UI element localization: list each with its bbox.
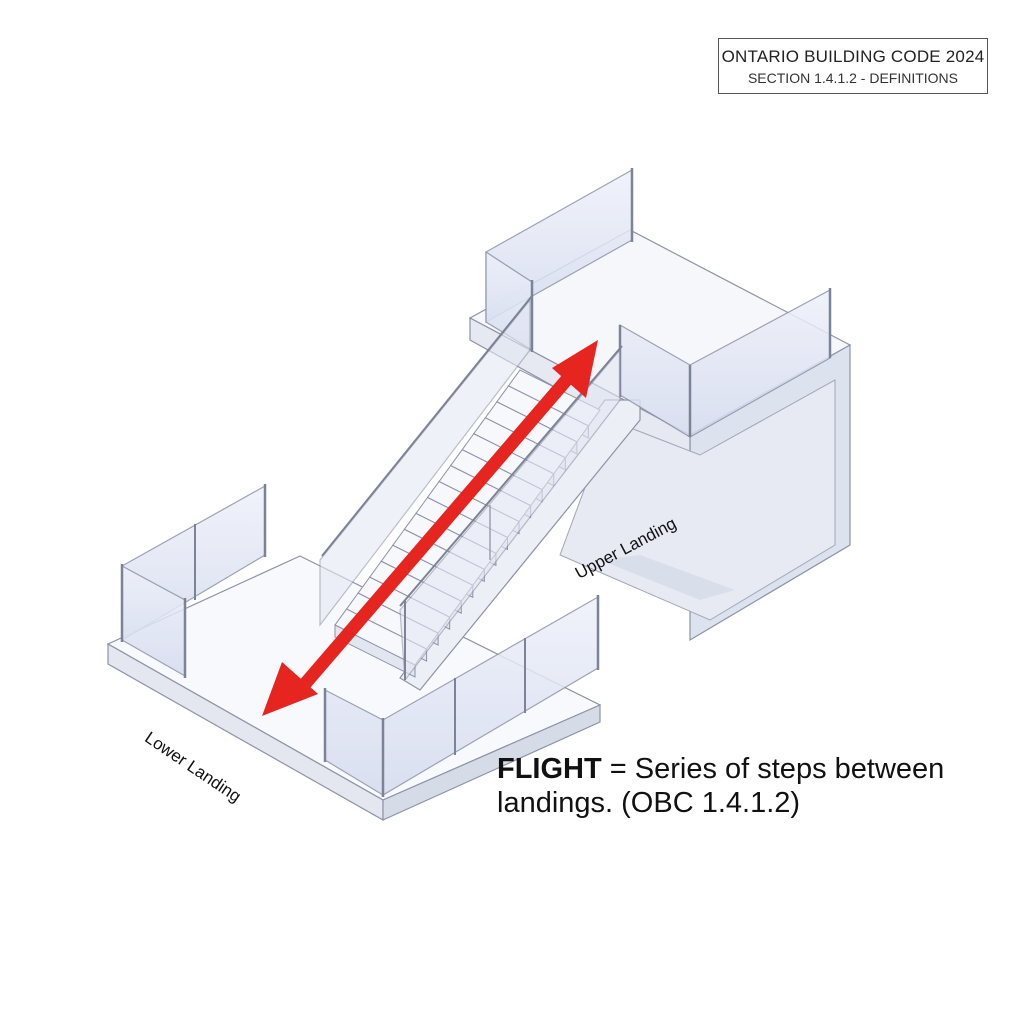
- definition-term: FLIGHT: [497, 753, 602, 785]
- code-title: ONTARIO BUILDING CODE 2024: [721, 46, 985, 66]
- flight-arrow: [262, 340, 598, 716]
- code-section: SECTION 1.4.1.2 - DEFINITIONS: [747, 69, 959, 86]
- stair-riser: [334, 624, 416, 678]
- arrow-head-lower: [262, 662, 318, 716]
- code-reference-box: ONTARIO BUILDING CODE 2024 SECTION 1.4.1…: [718, 38, 988, 94]
- stair-handrails: [319, 295, 623, 682]
- lower-front-railing: [323, 595, 600, 797]
- arrow-head-upper: [552, 340, 598, 398]
- lower-left-railing: [120, 484, 267, 678]
- definition-text: = Series of steps between landings. (OBC…: [497, 753, 945, 819]
- flight-definition: FLIGHT = Series of steps between landing…: [497, 752, 977, 820]
